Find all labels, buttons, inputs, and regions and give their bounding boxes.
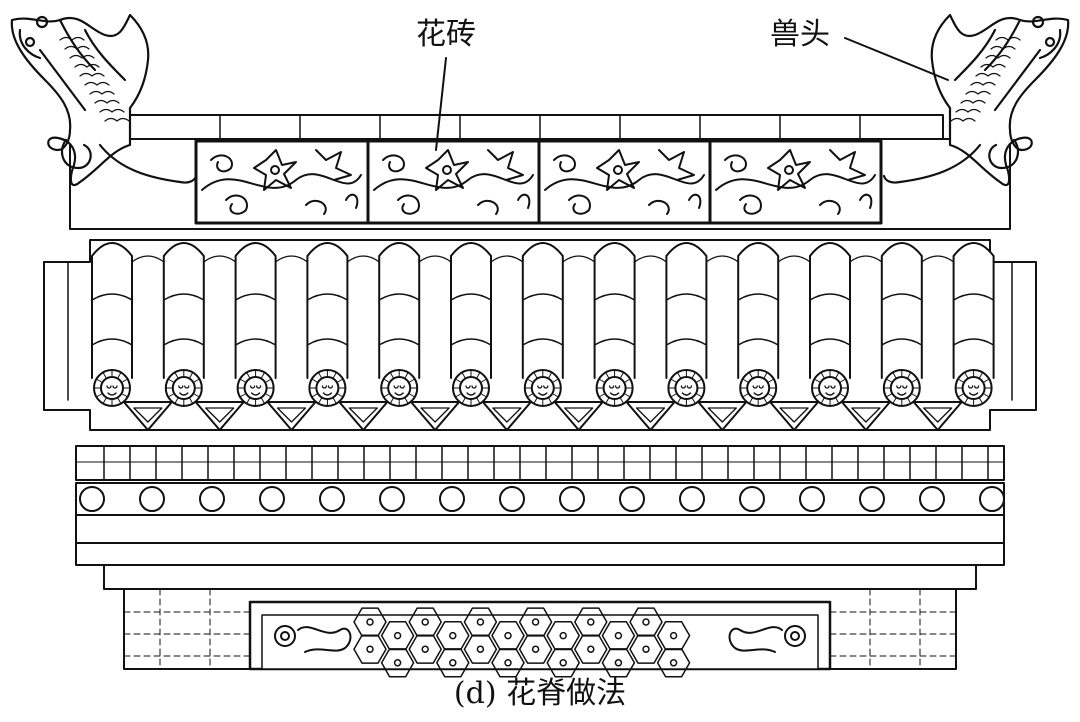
drip-tile [840,255,891,431]
hex-cell [408,634,442,664]
cylindrical-tile [593,242,636,407]
cylindrical-tile [880,242,923,407]
wall-section [123,588,957,678]
bead [979,486,1005,512]
bead [79,486,105,512]
bead [739,486,765,512]
ridge-cap [127,114,944,140]
bead [559,486,585,512]
flower-brick-panel [544,149,705,215]
cylindrical-tile [450,242,492,407]
bead [619,486,645,512]
bead [199,486,225,512]
drip-tile [553,255,604,431]
flower-brick-band [69,138,1011,230]
bead [319,486,345,512]
beast-head-left [10,13,198,187]
cylindrical-tile [952,242,995,407]
hex-cell [436,648,470,678]
flower-brick-panel [715,149,876,215]
cylindrical-tile [809,242,851,407]
cylindrical-tile [234,242,277,407]
lower-flower-left [274,625,352,653]
lower-mouldings [75,514,1005,590]
drip-tile [410,255,461,431]
drip-tile [122,255,173,431]
drip-tile [481,255,532,431]
beast-head-leader [844,37,949,81]
cylindrical-tile [665,242,708,407]
hex-cell [601,648,636,678]
flower-brick-panel [201,149,362,215]
lower-flower-right [728,625,806,653]
bead [799,486,825,512]
bead [679,486,705,512]
hex-cell [574,634,608,664]
bead [499,486,525,512]
roof-tile-band [43,239,1037,431]
bead [919,486,945,512]
cylindrical-tile [737,242,780,407]
cylindrical-tile [162,242,205,407]
drip-tile [912,255,963,431]
dentil-band [75,445,1005,481]
hex-cell [380,648,415,678]
figure-caption: (d) 花脊做法 [453,676,627,711]
hex-cell [629,634,663,664]
drip-tile [266,255,317,431]
drip-tile [338,255,389,431]
cylindrical-tile [306,242,349,407]
hex-cell [463,634,498,664]
flower-brick-label: 花砖 [416,17,476,52]
hex-cell [353,634,387,664]
bead-band [75,482,1005,516]
drip-tile [194,255,245,431]
drip-tile [769,255,820,431]
hex-cell [656,648,691,678]
bead [259,486,285,512]
beast-head-label: 兽头 [770,17,830,52]
bead [439,486,465,512]
beast-head-right [882,13,1070,187]
hex-cell [518,634,553,664]
cylindrical-tile [91,242,133,407]
flower-brick-panel [373,149,534,215]
bead [139,486,165,512]
cylindrical-tile [521,242,564,407]
hex-cell [491,648,525,678]
drip-tile [697,255,748,431]
bead [859,486,885,512]
flower-brick-leader [435,57,447,151]
drip-tile [625,255,676,431]
cylindrical-tile [378,242,421,407]
hex-cell [546,648,580,678]
bead [379,486,405,512]
